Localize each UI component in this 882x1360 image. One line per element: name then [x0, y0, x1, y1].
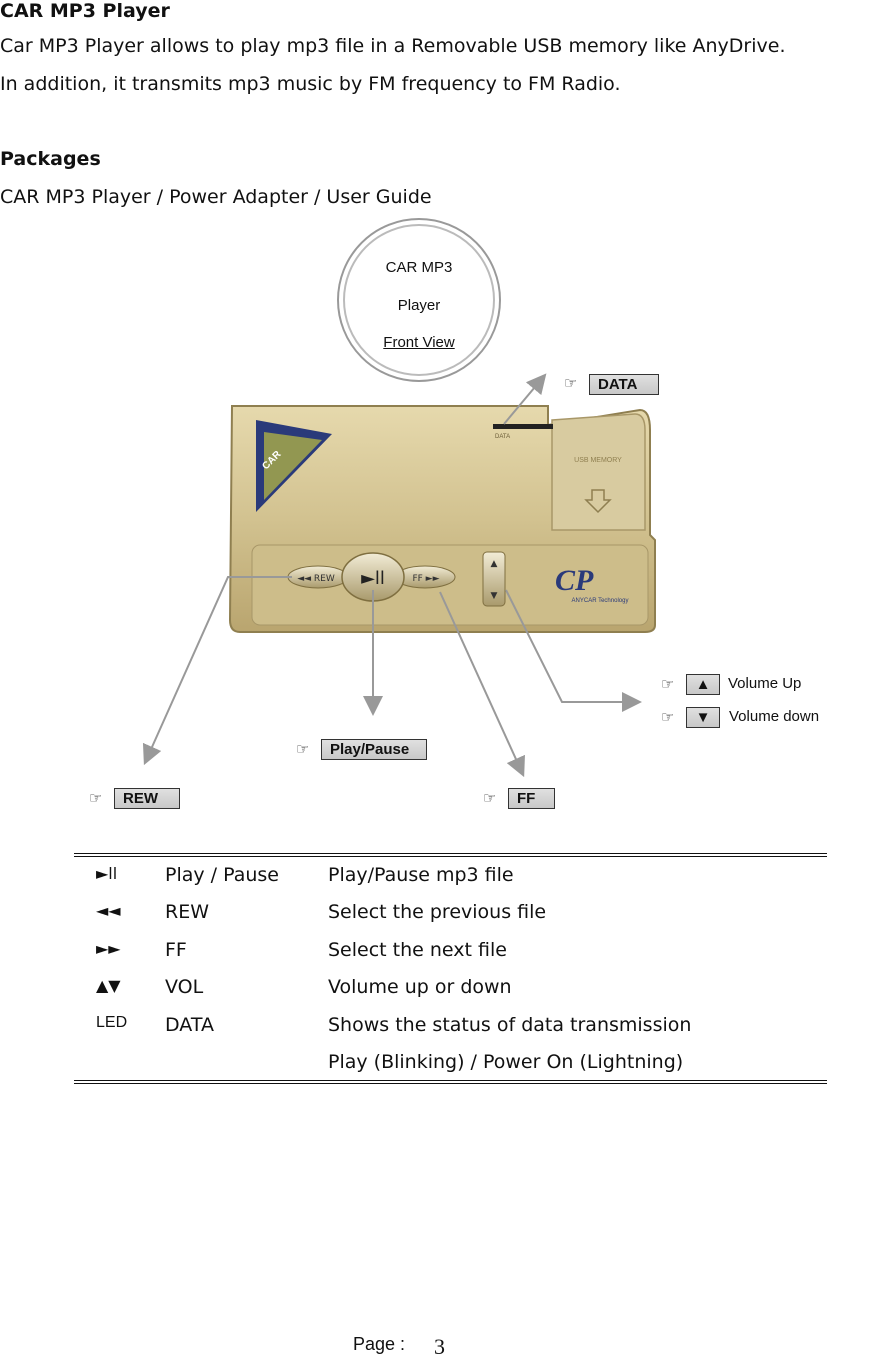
table-row: Play (Blinking) / Power On (Lightning) — [0, 1051, 882, 1088]
row-name: REW — [165, 901, 209, 923]
front-view-callout — [337, 218, 501, 382]
page-label: Page : — [353, 1334, 406, 1354]
ff-label: FF — [508, 788, 555, 809]
svg-text:►ll: ►ll — [361, 568, 385, 589]
vol-down-key: ▼ — [686, 707, 720, 728]
row-name: VOL — [165, 976, 204, 998]
svg-text:USB MEMORY: USB MEMORY — [574, 457, 622, 464]
row-symbol: ◄◄ — [96, 901, 121, 920]
row-desc: Volume up or down — [328, 976, 512, 998]
pointer-hand-icon: ☞ — [89, 789, 103, 807]
pointer-hand-icon: ☞ — [661, 675, 675, 693]
intro-line-1: Car MP3 Player allows to play mp3 file i… — [0, 35, 786, 57]
row-symbol: ►► — [96, 939, 121, 958]
callout-lines — [142, 373, 642, 778]
intro-line-2: In addition, it transmits mp3 music by F… — [0, 73, 621, 95]
table-bottom-rule-2 — [74, 1083, 827, 1084]
callout-line-1: CAR MP3 — [385, 259, 453, 276]
packages-text: CAR MP3 Player / Power Adapter / User Gu… — [0, 186, 432, 208]
callout-line-3: Front View — [383, 334, 455, 351]
pointer-hand-icon: ☞ — [661, 708, 675, 726]
play-pause-label: Play/Pause — [321, 739, 427, 760]
svg-text:CP: CP — [555, 564, 594, 597]
table-bottom-rule — [74, 1080, 827, 1081]
table-row: ►ll Play / Pause Play/Pause mp3 file — [0, 864, 882, 901]
vol-up-key: ▲ — [686, 674, 720, 695]
vol-down-label: Volume down — [729, 708, 820, 725]
row-desc: Select the previous file — [328, 901, 547, 923]
svg-text:ANYCAR Technology: ANYCAR Technology — [572, 598, 629, 604]
callout-line-2: Player — [397, 297, 441, 314]
svg-text:FF ►►: FF ►► — [412, 574, 439, 584]
svg-text:◄◄ REW: ◄◄ REW — [297, 574, 335, 584]
data-led-label: DATA — [589, 374, 659, 395]
table-top-rule-2 — [74, 856, 827, 857]
row-name: FF — [165, 939, 187, 961]
row-desc: Play/Pause mp3 file — [328, 864, 514, 886]
table-row: ►► FF Select the next file — [0, 939, 882, 976]
page-heading: CAR MP3 Player — [0, 0, 170, 22]
row-desc: Play (Blinking) / Power On (Lightning) — [328, 1051, 684, 1073]
vol-up-label: Volume Up — [728, 675, 802, 692]
pointer-hand-icon: ☞ — [564, 374, 578, 392]
rew-label: REW — [114, 788, 180, 809]
svg-text:▼: ▼ — [491, 591, 498, 601]
table-row: LED DATA Shows the status of data transm… — [0, 1014, 882, 1051]
page-number: 3 — [434, 1334, 445, 1359]
pointer-hand-icon: ☞ — [296, 740, 310, 758]
svg-text:DATA: DATA — [495, 434, 510, 440]
front-view-callout-inner — [343, 224, 495, 376]
svg-text:▲: ▲ — [491, 559, 498, 569]
row-name: DATA — [165, 1014, 214, 1036]
table-row: ◄◄ REW Select the previous file — [0, 901, 882, 938]
packages-heading: Packages — [0, 148, 101, 170]
row-name: Play / Pause — [165, 864, 279, 886]
row-desc: Select the next file — [328, 939, 507, 961]
car-mp3-device: USB MEMORY DATA CAR ◄◄ REW FF ►► ►ll ▲ ▼… — [228, 405, 656, 633]
table-row: ▲▼ VOL Volume up or down — [0, 976, 882, 1013]
table-top-rule — [74, 853, 827, 854]
row-symbol: ▲▼ — [96, 976, 121, 995]
row-desc: Shows the status of data transmission — [328, 1014, 692, 1036]
row-symbol: LED — [96, 1014, 128, 1031]
row-symbol: ►ll — [96, 864, 118, 883]
pointer-hand-icon: ☞ — [483, 789, 497, 807]
